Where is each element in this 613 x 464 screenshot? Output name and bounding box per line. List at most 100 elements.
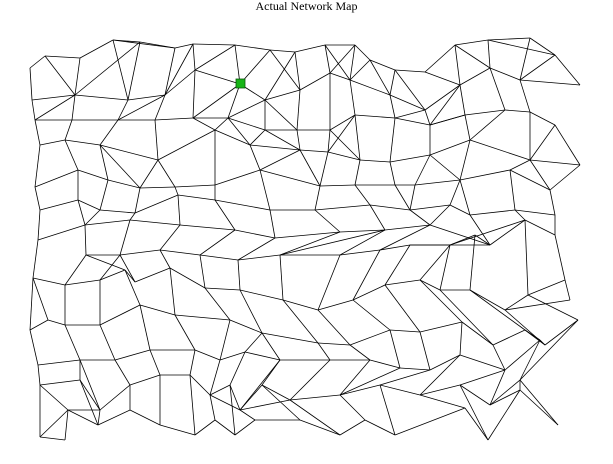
network-edge <box>64 119 73 141</box>
network-edge <box>129 219 181 226</box>
network-edge <box>414 154 431 186</box>
network-edge <box>261 384 291 401</box>
network-edge <box>339 384 381 396</box>
network-edge <box>64 139 79 171</box>
network-edge <box>84 219 131 226</box>
network-edge <box>112 39 129 101</box>
network-edge <box>469 139 531 161</box>
network-edge <box>261 359 281 386</box>
network-edge <box>324 44 351 81</box>
network-edge <box>249 144 261 171</box>
network-edge <box>519 379 559 426</box>
network-edge <box>209 394 216 421</box>
network-edge <box>99 209 136 214</box>
network-edge <box>34 169 79 188</box>
network-edge <box>39 199 79 211</box>
network-edge <box>464 407 489 441</box>
network-edge <box>419 279 463 323</box>
highlighted-node[interactable] <box>235 78 246 89</box>
network-edge <box>194 349 221 361</box>
network-edge <box>459 179 471 216</box>
network-edge <box>209 384 231 396</box>
network-edge <box>384 244 411 286</box>
network-edge <box>429 84 461 126</box>
network-edge <box>469 214 491 246</box>
network-edge <box>459 169 511 181</box>
network-edge <box>227 83 241 119</box>
network-edge <box>239 399 291 411</box>
network-edge <box>159 424 196 436</box>
network-edge <box>317 342 351 346</box>
network-edge <box>234 229 276 239</box>
network-edge <box>192 43 196 71</box>
network-edge <box>64 254 87 286</box>
network-edge <box>39 139 66 146</box>
network-edge <box>209 359 221 396</box>
network-edge <box>369 204 386 231</box>
network-edge <box>79 359 101 411</box>
network-edge <box>529 124 556 161</box>
network-edge <box>189 374 196 436</box>
network-edge <box>164 69 196 96</box>
network-edge <box>354 44 371 61</box>
network-edge <box>79 39 114 59</box>
network-edge <box>289 359 331 401</box>
network-edge <box>129 212 136 221</box>
network-edge <box>419 279 441 291</box>
network-edge <box>459 321 463 356</box>
network-edge <box>469 209 516 216</box>
network-edge <box>64 324 81 361</box>
network-edge <box>31 94 76 101</box>
network-edge <box>564 279 571 301</box>
network-edge <box>269 49 296 53</box>
network-edge <box>85 254 126 271</box>
network-edge <box>419 384 461 396</box>
network-edge <box>34 186 41 211</box>
network-edge <box>317 299 354 311</box>
network-edge <box>34 94 76 121</box>
network-edge <box>369 204 411 211</box>
network-edge <box>527 294 579 321</box>
network-edge <box>554 54 581 86</box>
network-edge <box>214 419 236 436</box>
network-edge <box>227 117 251 146</box>
network-edge <box>279 231 341 256</box>
network-edge <box>509 159 531 171</box>
network-edge <box>464 114 471 141</box>
network-edge <box>296 89 301 131</box>
network-edge <box>459 384 491 406</box>
network-edge <box>349 79 356 116</box>
network-edge <box>514 209 526 221</box>
network-edge <box>194 69 241 85</box>
network-edge <box>29 55 46 69</box>
network-edge <box>139 186 176 189</box>
network-edge <box>554 124 581 166</box>
network-edge <box>37 209 41 241</box>
network-edge <box>519 389 559 426</box>
network-edge <box>127 94 166 101</box>
network-edge <box>389 94 396 119</box>
network-edge <box>39 409 69 438</box>
network-edge <box>174 184 216 188</box>
network-edge <box>64 139 101 146</box>
network-edge <box>339 229 386 256</box>
network-edge <box>99 144 141 189</box>
network-edge <box>454 44 491 69</box>
network-edge <box>119 249 161 256</box>
network-edge <box>169 267 206 289</box>
network-edge <box>519 37 531 81</box>
network-edge <box>544 319 579 346</box>
network-edge <box>454 39 489 46</box>
network-edge <box>384 279 421 286</box>
network-edge <box>319 151 329 187</box>
network-edge <box>294 51 301 91</box>
network-edge <box>234 419 256 436</box>
network-edge <box>74 94 129 101</box>
network-edge <box>74 57 81 96</box>
network-edge <box>37 364 41 386</box>
network-edge <box>459 384 489 441</box>
network-edge <box>554 234 566 281</box>
network-edge <box>259 149 301 171</box>
network-edge <box>274 231 341 239</box>
network-edge <box>67 409 99 426</box>
